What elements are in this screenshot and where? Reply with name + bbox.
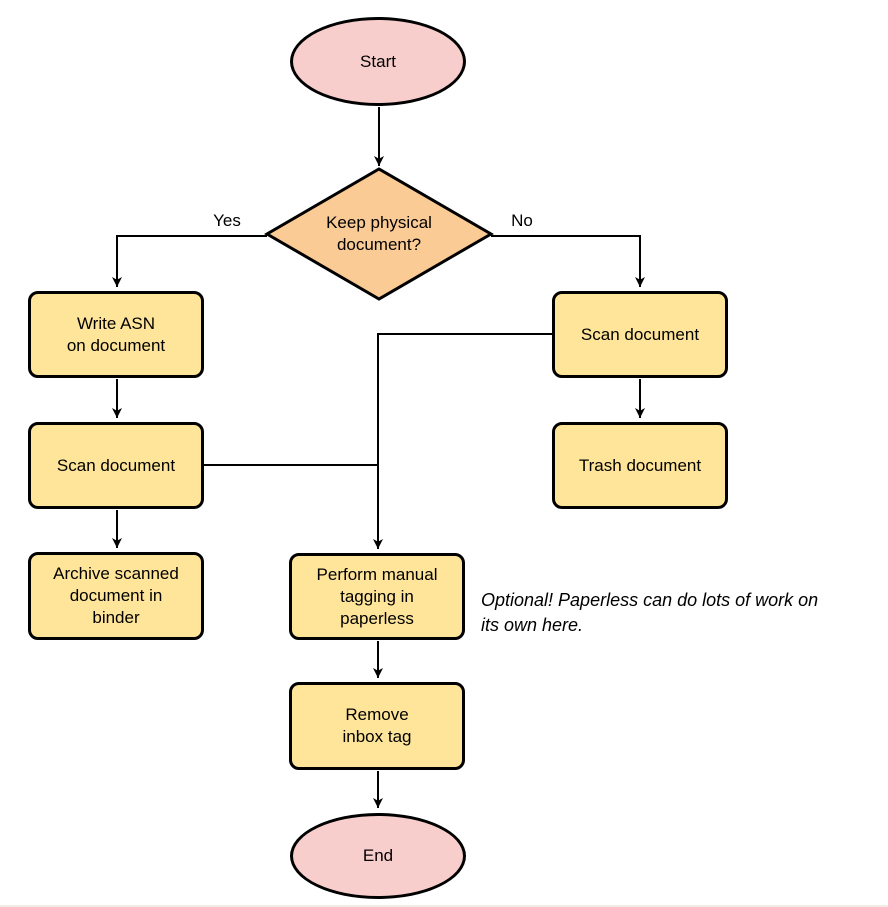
node-start-label: Start xyxy=(360,51,396,71)
node-end: End xyxy=(290,813,466,899)
node-write-asn: Write ASN on document xyxy=(28,291,204,378)
no-label-text: No xyxy=(511,211,533,230)
node-start: Start xyxy=(290,17,466,106)
edge-label-yes: Yes xyxy=(199,210,255,232)
node-write-asn-label: Write ASN on document xyxy=(66,313,166,355)
node-decision-label: Keep physical document? xyxy=(326,213,432,254)
edge-decision-no-to-scan-right xyxy=(491,235,645,287)
decision-diamond-shape xyxy=(264,167,494,301)
node-end-label: End xyxy=(362,846,394,865)
edge-scan-right-to-tagging xyxy=(373,333,552,549)
node-remove-inbox-tag: Remove inbox tag xyxy=(289,682,465,770)
node-archive-binder-label: Archive scanned document in binder xyxy=(53,564,179,627)
node-trash-document-label: Trash document xyxy=(578,455,702,475)
node-archive-binder: Archive scanned document in binder xyxy=(28,552,204,640)
node-scan-document-left: Scan document xyxy=(28,422,204,509)
node-scan-document-right-label: Scan document xyxy=(580,324,700,344)
node-decision-label-box: Keep physical document? xyxy=(279,204,479,264)
yes-label-text: Yes xyxy=(213,211,241,230)
edge-label-no: No xyxy=(494,210,550,232)
optional-annotation: Optional! Paperless can do lots of work … xyxy=(481,590,819,635)
node-remove-inbox-tag-label: Remove inbox tag xyxy=(342,705,412,746)
node-scan-document-right: Scan document xyxy=(552,291,728,378)
node-manual-tagging: Perform manual tagging in paperless xyxy=(289,553,465,640)
node-scan-document-left-label: Scan document xyxy=(56,455,176,475)
page-bottom-border xyxy=(0,905,888,907)
node-manual-tagging-label: Perform manual tagging in paperless xyxy=(316,564,438,628)
node-trash-document: Trash document xyxy=(552,422,728,509)
edge-decision-yes-to-write-asn xyxy=(112,235,267,287)
